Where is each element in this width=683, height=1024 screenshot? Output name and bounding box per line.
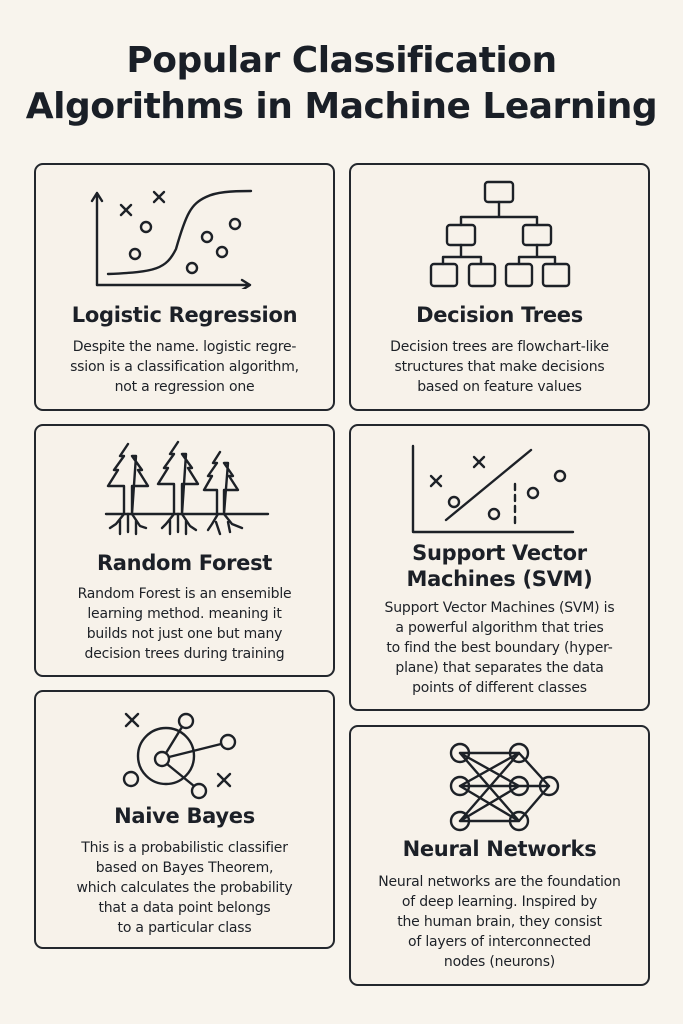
card-description: This is a probabilistic classifier based… xyxy=(76,840,293,936)
card-description: Despite the name. logistic regre- ssion … xyxy=(70,339,299,395)
card-title: Support Vector Machines (SVM) xyxy=(351,540,648,592)
card-title-line-2: Machines (SVM) xyxy=(406,567,593,591)
card-title: Neural Networks xyxy=(402,837,597,861)
card-title: Decision Trees xyxy=(416,303,583,327)
probability-network-icon xyxy=(36,706,333,806)
sigmoid-scatter-plot-icon xyxy=(36,179,333,289)
forest-trees-icon xyxy=(36,438,333,538)
card-title: Naive Bayes xyxy=(114,804,255,828)
card-support-vector-machines: Support Vector Machines (SVM) Support Ve… xyxy=(349,424,650,711)
card-logistic-regression: Logistic Regression Despite the name. lo… xyxy=(34,163,335,411)
svm-hyperplane-icon xyxy=(351,440,648,535)
card-decision-trees: Decision Trees Decision trees are flowch… xyxy=(349,163,650,411)
card-title: Random Forest xyxy=(96,551,273,575)
card-neural-networks: Neural Networks Neural networks are the … xyxy=(349,725,650,986)
card-description: Decision trees are flowchart-like struct… xyxy=(390,339,609,395)
page-title-line-1: Popular Classification xyxy=(126,40,557,81)
card-random-forest: Random Forest Random Forest is an ensemi… xyxy=(34,424,335,677)
card-description: Support Vector Machines (SVM) is a power… xyxy=(384,600,615,696)
page-title-line-2: Algorithms in Machine Learning xyxy=(25,86,658,127)
card-description: Neural networks are the foundation of de… xyxy=(378,874,621,970)
card-naive-bayes: Naive Bayes This is a probabilistic clas… xyxy=(34,690,335,949)
tree-hierarchy-icon xyxy=(351,179,648,294)
card-title-line-1: Support Vector xyxy=(412,541,587,565)
neural-network-icon xyxy=(351,741,648,836)
page-title: Popular Classification Algorithms in Mac… xyxy=(0,38,683,130)
card-description: Random Forest is an ensemible learning m… xyxy=(77,586,292,662)
card-title: Logistic Regression xyxy=(71,303,298,327)
